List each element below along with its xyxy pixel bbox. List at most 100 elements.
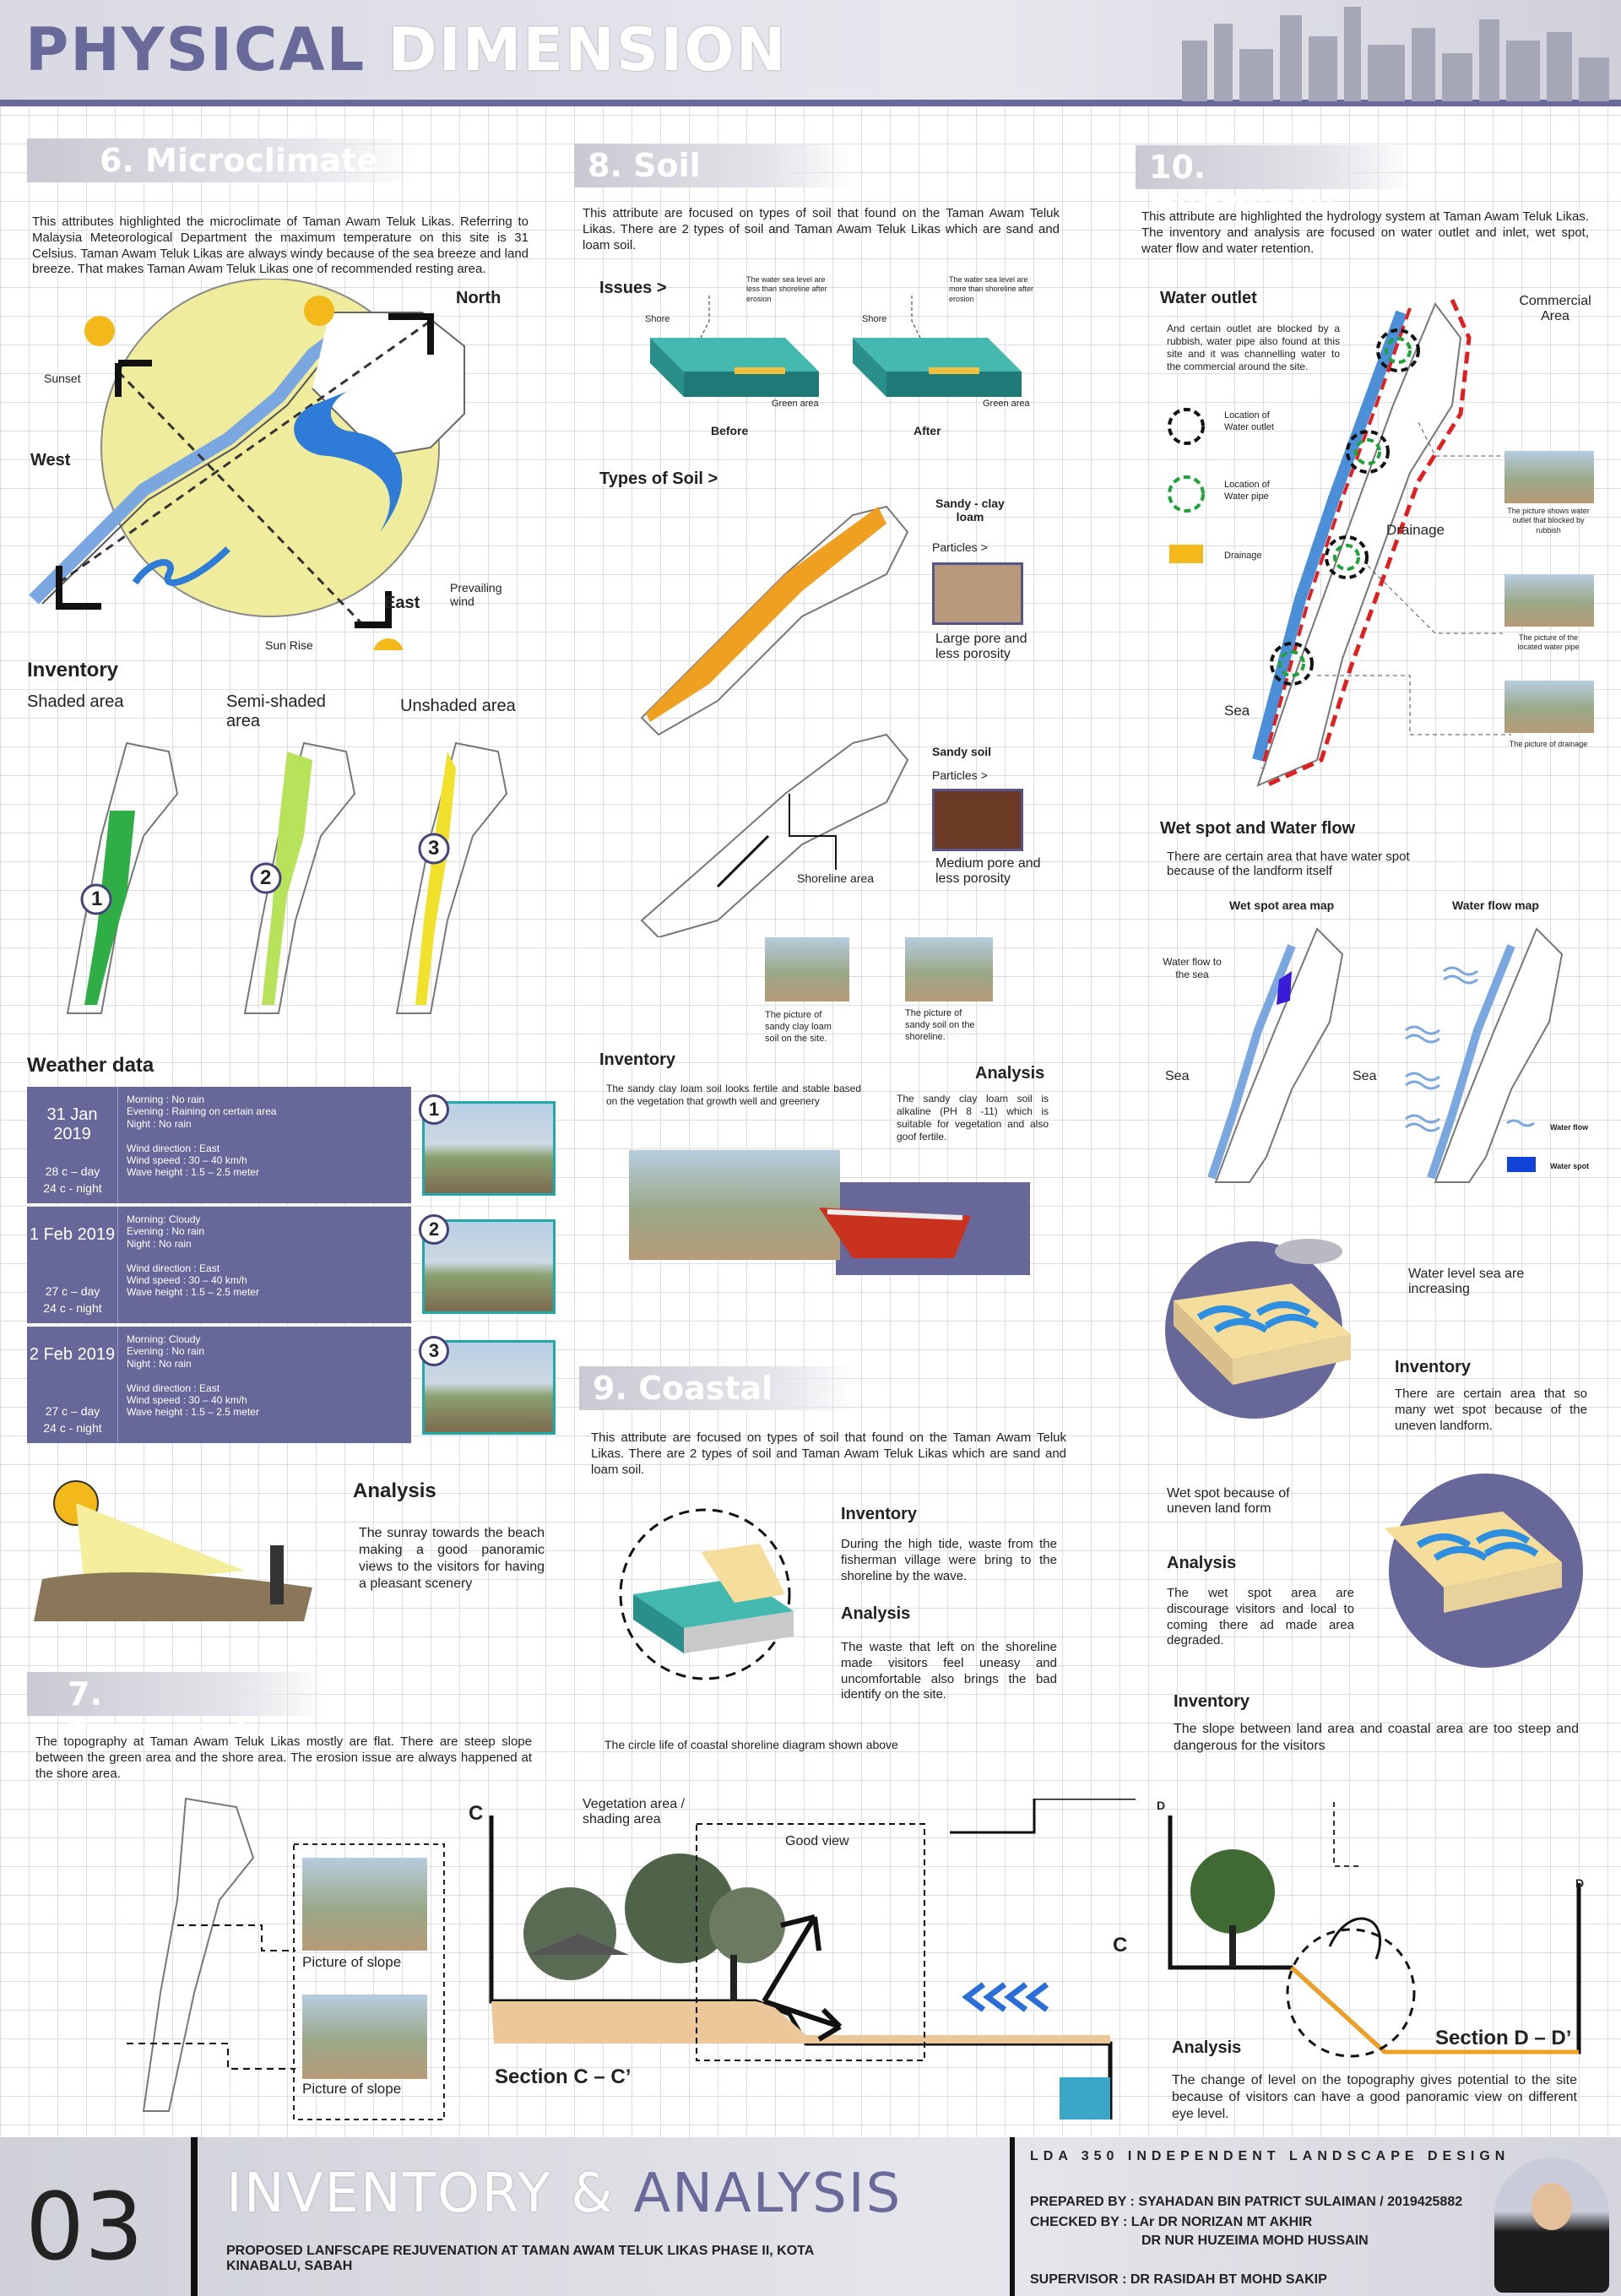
boat-illustration [819,1208,971,1258]
label-east: East [384,594,420,612]
hydro-inventory-text: There are certain area that so many wet … [1395,1387,1587,1433]
hydrology-heading: 10. Hydrology [1136,145,1414,223]
footer: 03 INVENTORY & ANALYSIS PROPOSED LANFSCA… [0,2137,1621,2296]
checked-by-2: DR NUR HUZEIMA MOHD HUSSAIN [1141,2234,1369,2248]
legend-water-flow: Water flow [1550,1123,1589,1132]
footer-title: INVENTORY & ANALYSIS [226,2163,903,2225]
water-level-diagram [1165,1239,1351,1419]
footer-subtitle: PROPOSED LANFSCAPE REJUVENATION AT TAMAN… [226,2244,814,2273]
micro-inventory-title: Inventory [27,659,119,681]
prepared-by: PREPARED BY : SYAHADAN BIN PATRICT SULAI… [1030,2195,1463,2209]
sea-label: Sea [1165,1069,1190,1083]
slope-caption-2: Picture of slope [302,2081,402,2097]
page-title: PHYSICAL DIMENSION [25,15,788,84]
section-c-title: Section C – C’ [495,2065,632,2088]
topo-analysis-text: The change of level on the topography gi… [1172,2073,1577,2121]
weather-badge: 2 [419,1214,449,1245]
sandy-clay-photo-caption: The picture of sandy clay loam soil on t… [765,1010,832,1044]
sandy-soil-desc: Medium pore and less porosity [935,856,1041,886]
label-sunrise: Sun Rise [265,638,313,652]
sea-label: Sea [1353,1069,1377,1083]
uneven-land-label: Wet spot because of uneven land form [1167,1486,1290,1516]
wet-spot-and-flow-maps [1207,927,1564,1183]
legend-drainage: Drainage [1224,551,1262,561]
hydro-analysis-title: Analysis [1167,1554,1237,1572]
sandy-clay-desc: Large pore and less porosity [935,632,1027,661]
shore-label: Shore [645,314,670,324]
section-c-marker-right: C [1113,1934,1128,1957]
microclimate-paragraph: This attributes highlighted the microcli… [32,214,529,277]
green-area-label: Green area [983,399,1030,409]
good-view-label: Good view [785,1834,849,1848]
sunray-analysis-title: Analysis [353,1479,436,1502]
after-label: After [914,424,941,437]
slope-photo-2 [302,1995,427,2079]
outlet-photo [1504,451,1594,503]
avatar [1494,2158,1609,2293]
weather-title: Weather data [27,1054,155,1077]
water-flow-sea-label: Water flow to the sea [1163,956,1222,980]
coastal-analysis-title: Analysis [841,1604,911,1623]
shade-maps [66,741,508,1014]
particles-label: Particles > [932,768,988,782]
hydro-inventory-title: Inventory [1395,1358,1472,1376]
pipe-photo-caption: The picture of the located water pipe [1517,633,1580,652]
sandy-soil-photo [905,937,993,1001]
page-header: PHYSICAL DIMENSION [0,0,1621,106]
shoreline-label: Shoreline area [797,871,875,885]
sandy-soil-photo-caption: The picture of sandy soil on the shoreli… [905,1008,975,1042]
particles-label: Particles > [932,540,988,554]
section-d-diagram [1168,1799,1581,2058]
wet-spot-diagram [1385,1474,1583,1668]
wet-spot-map-title: Wet spot area map [1229,898,1335,912]
hydro-legend [1168,408,1205,563]
water-level-label: Water level sea are increasing [1408,1267,1525,1296]
section-c-marker-left: C [469,1802,484,1825]
slope-inventory-text: The slope between land area and coastal … [1174,1722,1579,1753]
slope-caption-1: Picture of slope [302,1954,402,1970]
drainage-label: Drainage [1386,522,1445,538]
coastal-paragraph: This attribute are focused on types of s… [591,1430,1066,1477]
supervisor: SUPERVISOR : DR RASIDAH BT MOHD SAKIP [1030,2272,1327,2287]
marker-1: 1 [91,887,103,910]
shore-label: Shore [862,314,887,324]
sandy-clay-title: Sandy - clay loam [935,497,1005,524]
water-flow-map-title: Water flow map [1452,898,1539,912]
label-north: North [456,289,501,307]
coastal-inventory-text: During the high tide, waste from the fis… [841,1537,1057,1583]
before-label: Before [711,424,749,437]
section-c-diagram [489,1799,1136,2120]
topo-analysis-title: Analysis [1172,2038,1242,2057]
soil-paragraph: This attribute are focused on types of s… [583,206,1060,252]
sandy-soil-title: Sandy soil [932,745,992,758]
label-semi-shaded: Semi-shaded area [226,692,326,730]
marker-2: 2 [260,866,272,889]
drainage-photo-caption: The picture of drainage [1509,740,1588,748]
coastal-inventory-title: Inventory [841,1505,918,1523]
hydrology-map [1252,298,1545,788]
wet-spot-title: Wet spot and Water flow [1160,819,1356,838]
water-outlet-title: Water outlet [1160,289,1257,307]
weather-badge: 3 [419,1336,449,1366]
topography-heading: 7. Topography [27,1672,327,1750]
label-sunset: Sunset [44,372,81,385]
soil-scene-photo [629,1150,840,1260]
sandy-clay-swatch [932,562,1023,625]
soil-analysis-text: The sandy clay loam soil is alkaline (PH… [897,1093,1049,1143]
legend-outlet: Location of Water outlet [1224,410,1274,432]
coastal-analysis-text: The waste that left on the shoreline mad… [841,1640,1057,1702]
legend-pipe: Location of Water pipe [1224,480,1270,502]
slope-inventory-title: Inventory [1174,1692,1250,1711]
soil-analysis-title: Analysis [975,1064,1045,1083]
wet-spot-text: There are certain area that have water s… [1167,849,1410,878]
coastal-heading: 9. Coastal [579,1366,858,1410]
sunray-analysis-text: The sunray towards the beach making a go… [359,1526,545,1591]
label-unshaded: Unshaded area [400,697,516,715]
section-d-marker-right: D [1575,1876,1585,1890]
course-title: LDA 350 INDEPENDENT LANDSCAPE DESIGN [1030,2149,1510,2163]
water-outlet-text: And certain outlet are blocked by a rubb… [1167,323,1340,372]
city-skyline-graphic [1182,7,1609,101]
coastal-cycle-diagram [619,1508,794,1680]
